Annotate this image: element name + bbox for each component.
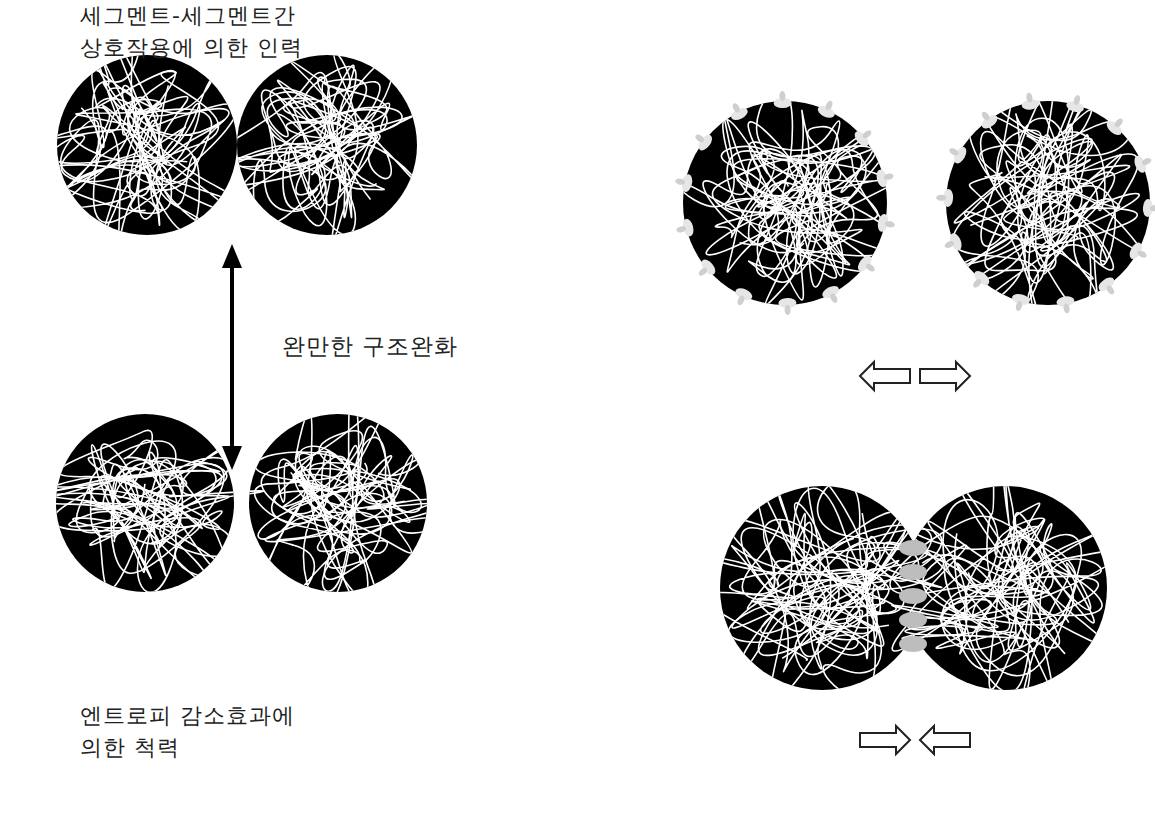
arrow-head — [222, 446, 242, 470]
solvent-blob — [1063, 303, 1071, 314]
solvent-blob — [1113, 117, 1124, 128]
polymer-chain — [726, 512, 932, 696]
solvent-blob — [1015, 300, 1023, 311]
solvent-blob — [1026, 92, 1034, 103]
solvent-blob — [675, 178, 686, 186]
hollow-arrow — [920, 362, 970, 390]
solvent-blob — [972, 277, 983, 288]
solvent-blob — [676, 225, 687, 233]
chain-tangle — [884, 440, 1122, 708]
solvent-blob — [731, 102, 741, 114]
solvent-blob — [948, 147, 960, 157]
chain-tangle — [210, 52, 420, 249]
polymer-chain — [712, 88, 893, 276]
chain-tangles — [30, 8, 1140, 707]
annotation-label: 세그멘트-세그멘트간 상호작용에 의한 인력 — [80, 0, 350, 64]
solvent-blob — [1073, 94, 1081, 105]
chain-tangle — [677, 88, 910, 305]
solvent-blob — [1136, 249, 1148, 259]
chain-tangle — [255, 391, 447, 606]
solvent-blob — [899, 636, 927, 652]
polymer-chain — [705, 473, 942, 704]
solvent-blob — [899, 612, 927, 628]
polymer-chain — [255, 405, 447, 606]
solvent-blob — [1127, 241, 1144, 262]
polymer-chain — [46, 38, 257, 245]
solvent-blobs — [675, 91, 1155, 652]
polymer-chain — [32, 430, 222, 589]
solvent-blob — [1141, 157, 1153, 166]
hollow-arrow — [860, 362, 910, 390]
chain-tangle — [703, 473, 943, 704]
solvent-blob — [861, 129, 873, 140]
solvent-blob — [1105, 284, 1116, 296]
polymer-chain — [950, 68, 1140, 320]
solvent-blob — [784, 305, 790, 315]
hollow-arrow — [920, 726, 970, 754]
solvent-blob — [952, 145, 969, 166]
polymer-chain — [958, 135, 1140, 309]
solvent-blob — [736, 295, 746, 307]
polymer-chain — [908, 484, 1122, 708]
solvent-blob — [883, 173, 894, 181]
arrow-head — [222, 244, 242, 268]
solvent-blob — [779, 91, 785, 101]
solvent-blob — [1150, 205, 1155, 211]
polymer-chain — [953, 79, 1139, 312]
chain-tangle — [950, 68, 1140, 320]
solvent-blob — [899, 540, 927, 556]
solvent-blob — [980, 110, 991, 122]
solvent-blob — [829, 292, 839, 304]
solvent-blob — [936, 194, 946, 200]
polymer-chain — [703, 480, 943, 674]
solvent-blob — [944, 240, 956, 249]
solvent-blob — [865, 262, 877, 273]
chain-tangle — [30, 430, 263, 592]
solvent-blob — [694, 133, 706, 144]
polymer-chain — [233, 59, 413, 248]
double-arrow — [230, 262, 234, 452]
polymer-chain — [235, 77, 402, 223]
solvent-blob — [697, 266, 709, 277]
solvent-blob — [899, 588, 927, 604]
solvent-blob — [899, 564, 927, 580]
annotation-label: 엔트로피 감소효과에 의한 척력 — [80, 700, 340, 764]
solvent-blob — [884, 220, 895, 228]
solvent-blob — [824, 100, 834, 112]
hollow-arrow — [860, 726, 910, 754]
annotation-label: 완만한 구조완화 — [282, 330, 458, 363]
